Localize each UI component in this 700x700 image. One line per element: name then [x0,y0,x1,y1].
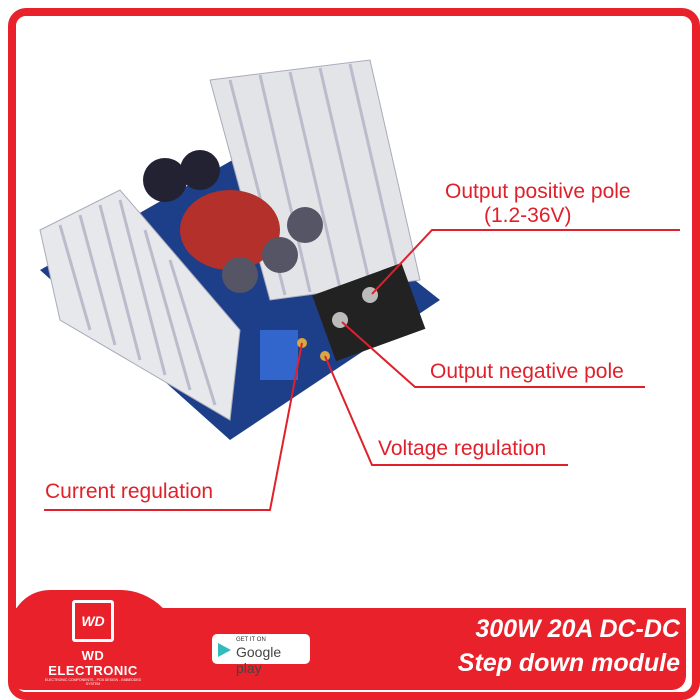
red-frame [8,8,700,700]
output-positive-label: Output positive pole [445,180,631,203]
brand-tagline: ELECTRONIC COMPONENTS - PCB DESIGN - EMB… [44,678,142,686]
chip-logo-icon: WD [72,600,114,642]
product-title: 300W 20A DC-DC [475,615,680,643]
brand-logo: WD WD ELECTRONIC ELECTRONIC COMPONENTS -… [38,600,148,686]
callout-lines [44,229,680,511]
voltage-regulation-label: Voltage regulation [378,437,547,460]
potentiometer [260,330,298,380]
google-play-badge[interactable]: GET IT ON Google play [212,634,310,676]
output-positive-range: (1.2-36V) [484,204,572,227]
store-small-text: GET IT ON [236,637,266,643]
store-big-text: Google play [236,644,282,676]
brand-name: WD ELECTRONIC [48,648,138,678]
terminal-block [312,262,426,362]
inductor [180,190,280,270]
output-negative-label: Output negative pole [430,360,624,383]
current-regulation-label: Current regulation [45,480,214,503]
product-subtitle: Step down module [457,649,680,677]
play-icon [218,643,231,657]
